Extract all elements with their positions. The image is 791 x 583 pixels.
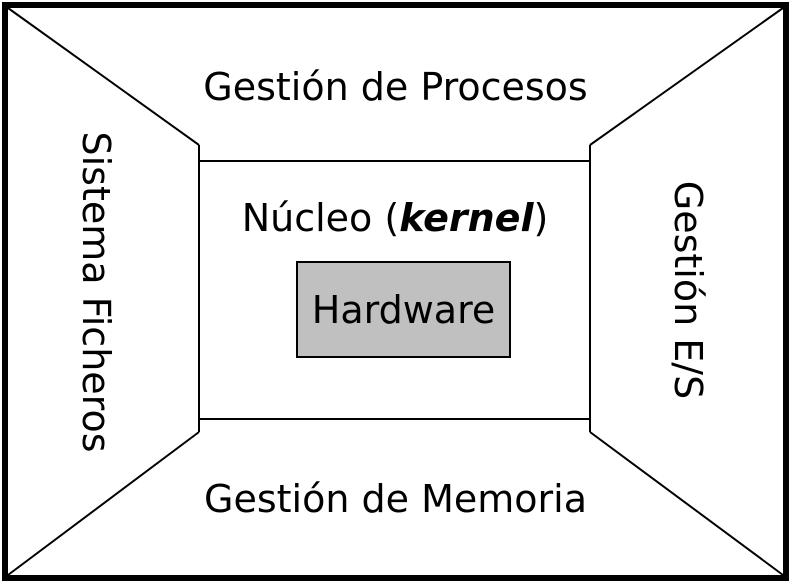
- kernel-label: Núcleo (kernel): [200, 199, 590, 237]
- kernel-label-prefix: Núcleo (: [241, 196, 400, 240]
- connector-bottom-left: [7, 431, 200, 576]
- inner-rectangle: [198, 160, 591, 420]
- io-management-label: Gestión E/S: [666, 180, 710, 400]
- connector-bottom-right: [589, 431, 784, 576]
- hardware-label: Hardware: [311, 287, 496, 332]
- memory-management-label: Gestión de Memoria: [204, 477, 587, 521]
- connector-top-right: [589, 7, 784, 146]
- file-system-label: Sistema Ficheros: [74, 131, 118, 453]
- kernel-label-suffix: ): [533, 196, 549, 240]
- connector-top-left: [7, 7, 200, 146]
- process-management-label: Gestión de Procesos: [203, 65, 588, 109]
- hardware-box: Hardware: [296, 261, 511, 358]
- kernel-label-emphasis: kernel: [399, 196, 534, 240]
